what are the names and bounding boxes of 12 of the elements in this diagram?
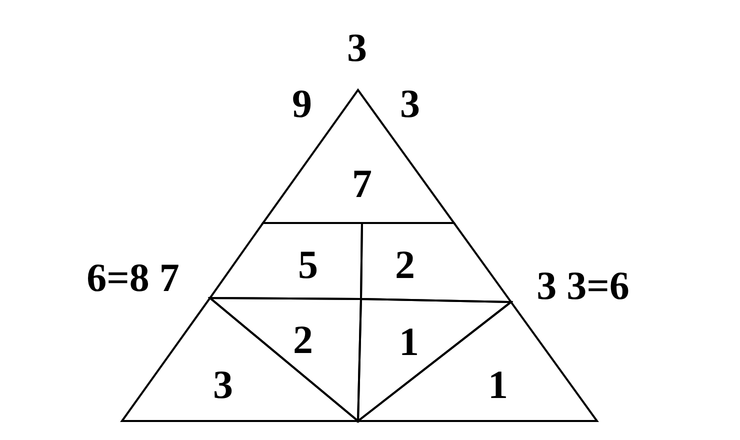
region-number: 5	[298, 245, 318, 285]
number-label: 3	[347, 28, 367, 68]
region-number: 2	[395, 245, 415, 285]
region-number: 1	[488, 365, 508, 405]
region-number: 7	[352, 164, 372, 204]
number-label: 6=8 7	[86, 258, 180, 298]
number-label: 3 3=6	[536, 266, 630, 306]
region-number: 2	[293, 320, 313, 360]
region-number: 3	[213, 365, 233, 405]
region-number: 1	[399, 322, 419, 362]
number-label: 3	[400, 84, 420, 124]
number-label: 9	[292, 84, 312, 124]
